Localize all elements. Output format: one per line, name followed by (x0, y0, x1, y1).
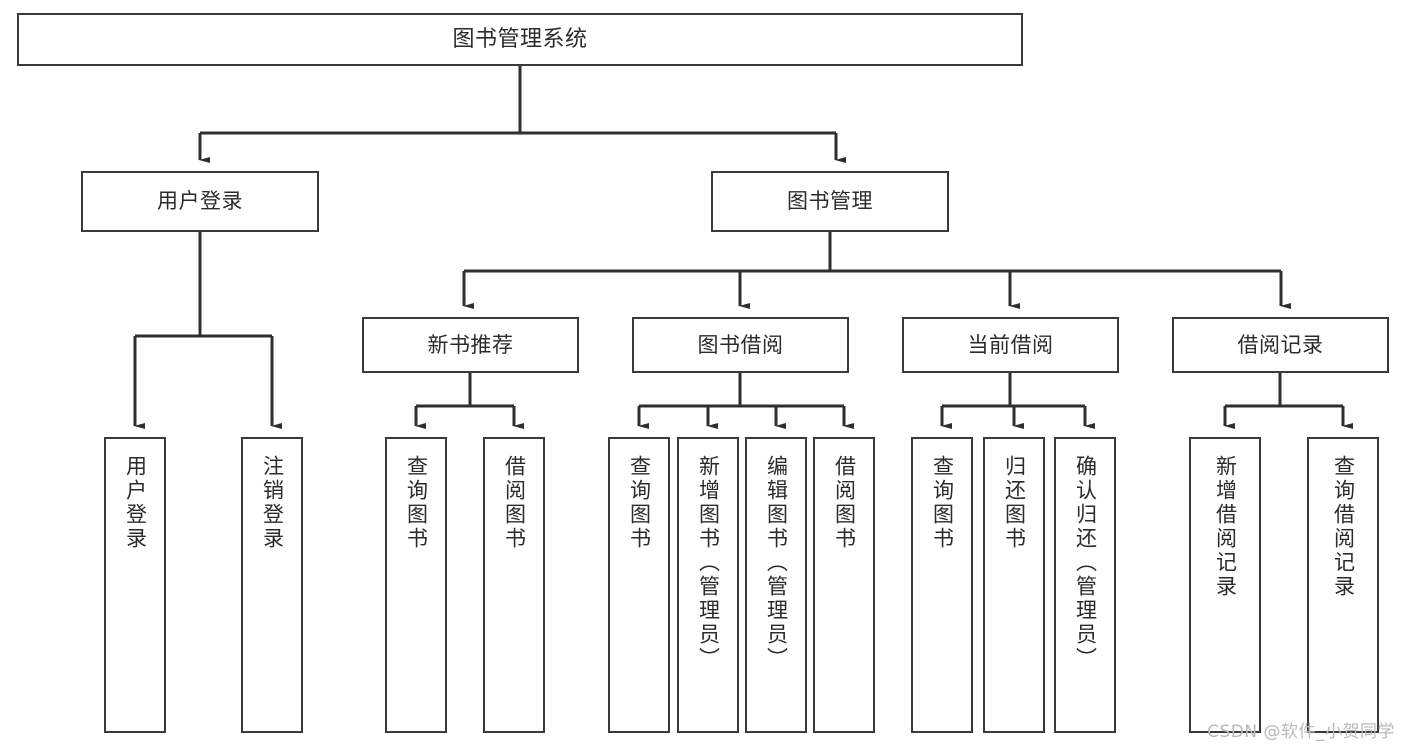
node-leaf-query-book-current[interactable]: 查询图书 (911, 437, 973, 733)
node-book-management-label: 图书管理 (787, 189, 873, 214)
node-leaf-confirm-return-label: 确认归还（管理员） (1073, 455, 1098, 671)
node-leaf-edit-book[interactable]: 编辑图书（管理员） (745, 437, 807, 733)
node-leaf-edit-book-label: 编辑图书（管理员） (764, 455, 789, 671)
node-borrow-record-label: 借阅记录 (1237, 332, 1324, 357)
node-leaf-add-book[interactable]: 新增图书（管理员） (677, 437, 739, 733)
node-leaf-borrow-book[interactable]: 借阅图书 (813, 437, 875, 733)
node-leaf-borrow-book-recommend-label: 借阅图书 (502, 455, 527, 551)
node-new-book-recommend[interactable]: 新书推荐 (362, 317, 579, 373)
node-new-book-recommend-label: 新书推荐 (427, 332, 514, 357)
watermark-text: CSDN @软件_小贺同学 (1207, 722, 1395, 742)
node-leaf-add-borrow-record[interactable]: 新增借阅记录 (1189, 437, 1261, 733)
node-leaf-query-book-recommend[interactable]: 查询图书 (385, 437, 447, 733)
node-leaf-return-book-label: 归还图书 (1002, 455, 1027, 551)
node-leaf-return-book[interactable]: 归还图书 (983, 437, 1045, 733)
node-borrow-record[interactable]: 借阅记录 (1172, 317, 1389, 373)
node-leaf-user-login-label: 用户登录 (123, 455, 148, 551)
node-user-login-label: 用户登录 (157, 189, 243, 214)
node-leaf-query-book-current-label: 查询图书 (930, 455, 955, 551)
node-leaf-query-borrow-record-label: 查询借阅记录 (1331, 455, 1356, 599)
node-leaf-query-borrow-record[interactable]: 查询借阅记录 (1307, 437, 1379, 733)
node-book-borrow[interactable]: 图书借阅 (632, 317, 849, 373)
node-leaf-query-book-borrow-label: 查询图书 (627, 455, 652, 551)
node-book-borrow-label: 图书借阅 (697, 332, 784, 357)
node-leaf-borrow-book-recommend[interactable]: 借阅图书 (483, 437, 545, 733)
node-user-login[interactable]: 用户登录 (81, 171, 319, 232)
node-current-borrow-label: 当前借阅 (967, 332, 1054, 357)
node-leaf-logout-label: 注销登录 (260, 455, 285, 551)
node-leaf-logout[interactable]: 注销登录 (241, 437, 303, 733)
node-leaf-add-book-label: 新增图书（管理员） (696, 455, 721, 671)
node-leaf-confirm-return[interactable]: 确认归还（管理员） (1054, 437, 1116, 733)
node-book-management[interactable]: 图书管理 (711, 171, 949, 232)
node-root-label: 图书管理系统 (452, 26, 588, 52)
node-current-borrow[interactable]: 当前借阅 (902, 317, 1119, 373)
node-leaf-add-borrow-record-label: 新增借阅记录 (1213, 455, 1238, 599)
node-leaf-query-book-recommend-label: 查询图书 (404, 455, 429, 551)
node-leaf-query-book-borrow[interactable]: 查询图书 (608, 437, 670, 733)
node-leaf-borrow-book-label: 借阅图书 (832, 455, 857, 551)
node-root[interactable]: 图书管理系统 (17, 13, 1023, 66)
node-leaf-user-login[interactable]: 用户登录 (104, 437, 166, 733)
